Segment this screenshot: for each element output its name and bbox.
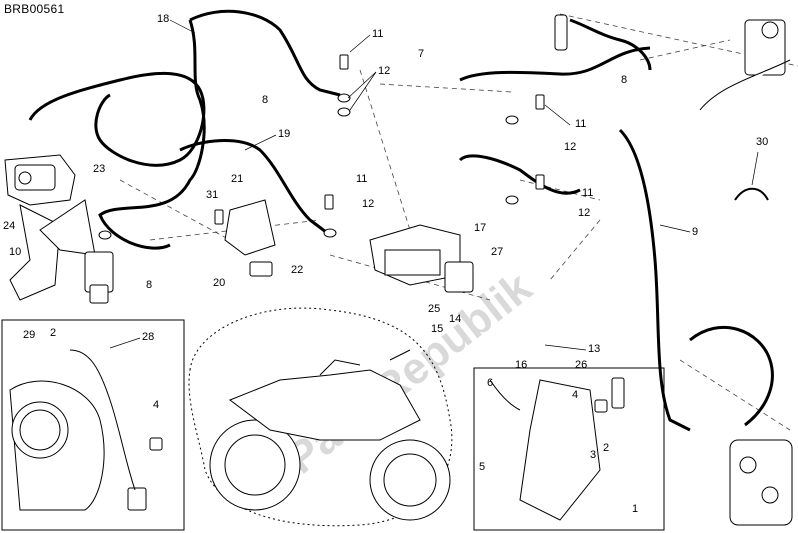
callout-label: 25 — [428, 303, 440, 315]
front-sensor-detail — [489, 377, 625, 521]
rear-sensor-detail — [9, 349, 163, 511]
callout-label: 2 — [603, 442, 609, 454]
callout-label: 13 — [588, 343, 600, 355]
callout-label: 16 — [515, 359, 527, 371]
callout-label: 11 — [582, 187, 593, 199]
callout-label: 12 — [578, 207, 590, 219]
callout-label: 12 — [362, 198, 374, 210]
fittings — [98, 54, 545, 240]
callout-label: 24 — [3, 220, 15, 232]
callout-label: 29 — [23, 329, 35, 341]
callout-label: 11 — [372, 28, 383, 40]
callout-label: 9 — [692, 226, 698, 238]
callout-label: 17 — [474, 222, 486, 234]
callout-label: 11 — [575, 118, 586, 130]
callout-label: 10 — [9, 246, 21, 258]
abs-unit — [369, 224, 474, 293]
callout-label: 11 — [356, 173, 367, 185]
front-master-cylinder — [554, 14, 791, 111]
rear-master-cylinder — [84, 251, 114, 304]
diagram-code: BRB00561 — [4, 2, 65, 16]
callout-label: 6 — [487, 377, 493, 389]
callout-label: 23 — [93, 163, 105, 175]
callout-label: 12 — [378, 65, 390, 77]
callout-label: 30 — [756, 136, 768, 148]
callout-label: 4 — [153, 399, 159, 411]
front-caliper — [729, 439, 793, 526]
callout-label: 12 — [564, 141, 576, 153]
callout-label: 3 — [590, 449, 596, 461]
abs-bracket — [224, 199, 276, 277]
callout-label: 4 — [572, 389, 578, 401]
callout-label: 8 — [146, 279, 152, 291]
callout-label: 28 — [142, 331, 154, 343]
callout-label: 1 — [632, 503, 638, 515]
motorcycle — [209, 349, 451, 521]
brake-hoses — [28, 9, 774, 432]
callout-label: 15 — [431, 323, 443, 335]
rear-caliper — [4, 154, 96, 301]
callout-label: 31 — [206, 189, 218, 201]
callout-label: 21 — [231, 173, 243, 185]
callout-label: 27 — [491, 246, 503, 258]
callout-labels: 18 11 12 8 7 8 11 12 19 11 12 8 11 12 23… — [3, 13, 768, 515]
callout-label: 8 — [621, 74, 627, 86]
rear-sensor-detail-box — [1, 319, 185, 531]
bike-zoom-outline — [188, 307, 453, 527]
sensor-clip — [734, 187, 769, 201]
callout-label: 20 — [213, 277, 225, 289]
callout-label: 14 — [449, 313, 461, 325]
callout-label: 22 — [291, 264, 303, 276]
callout-label: 2 — [50, 327, 56, 339]
callout-label: 19 — [278, 128, 290, 140]
callout-label: 26 — [575, 359, 587, 371]
callout-label: 7 — [418, 48, 424, 60]
callout-label: 8 — [262, 94, 268, 106]
callout-leaders — [109, 19, 759, 351]
callout-label: 18 — [157, 13, 169, 25]
callout-label: 5 — [479, 461, 485, 473]
front-sensor-detail-box — [473, 367, 665, 531]
